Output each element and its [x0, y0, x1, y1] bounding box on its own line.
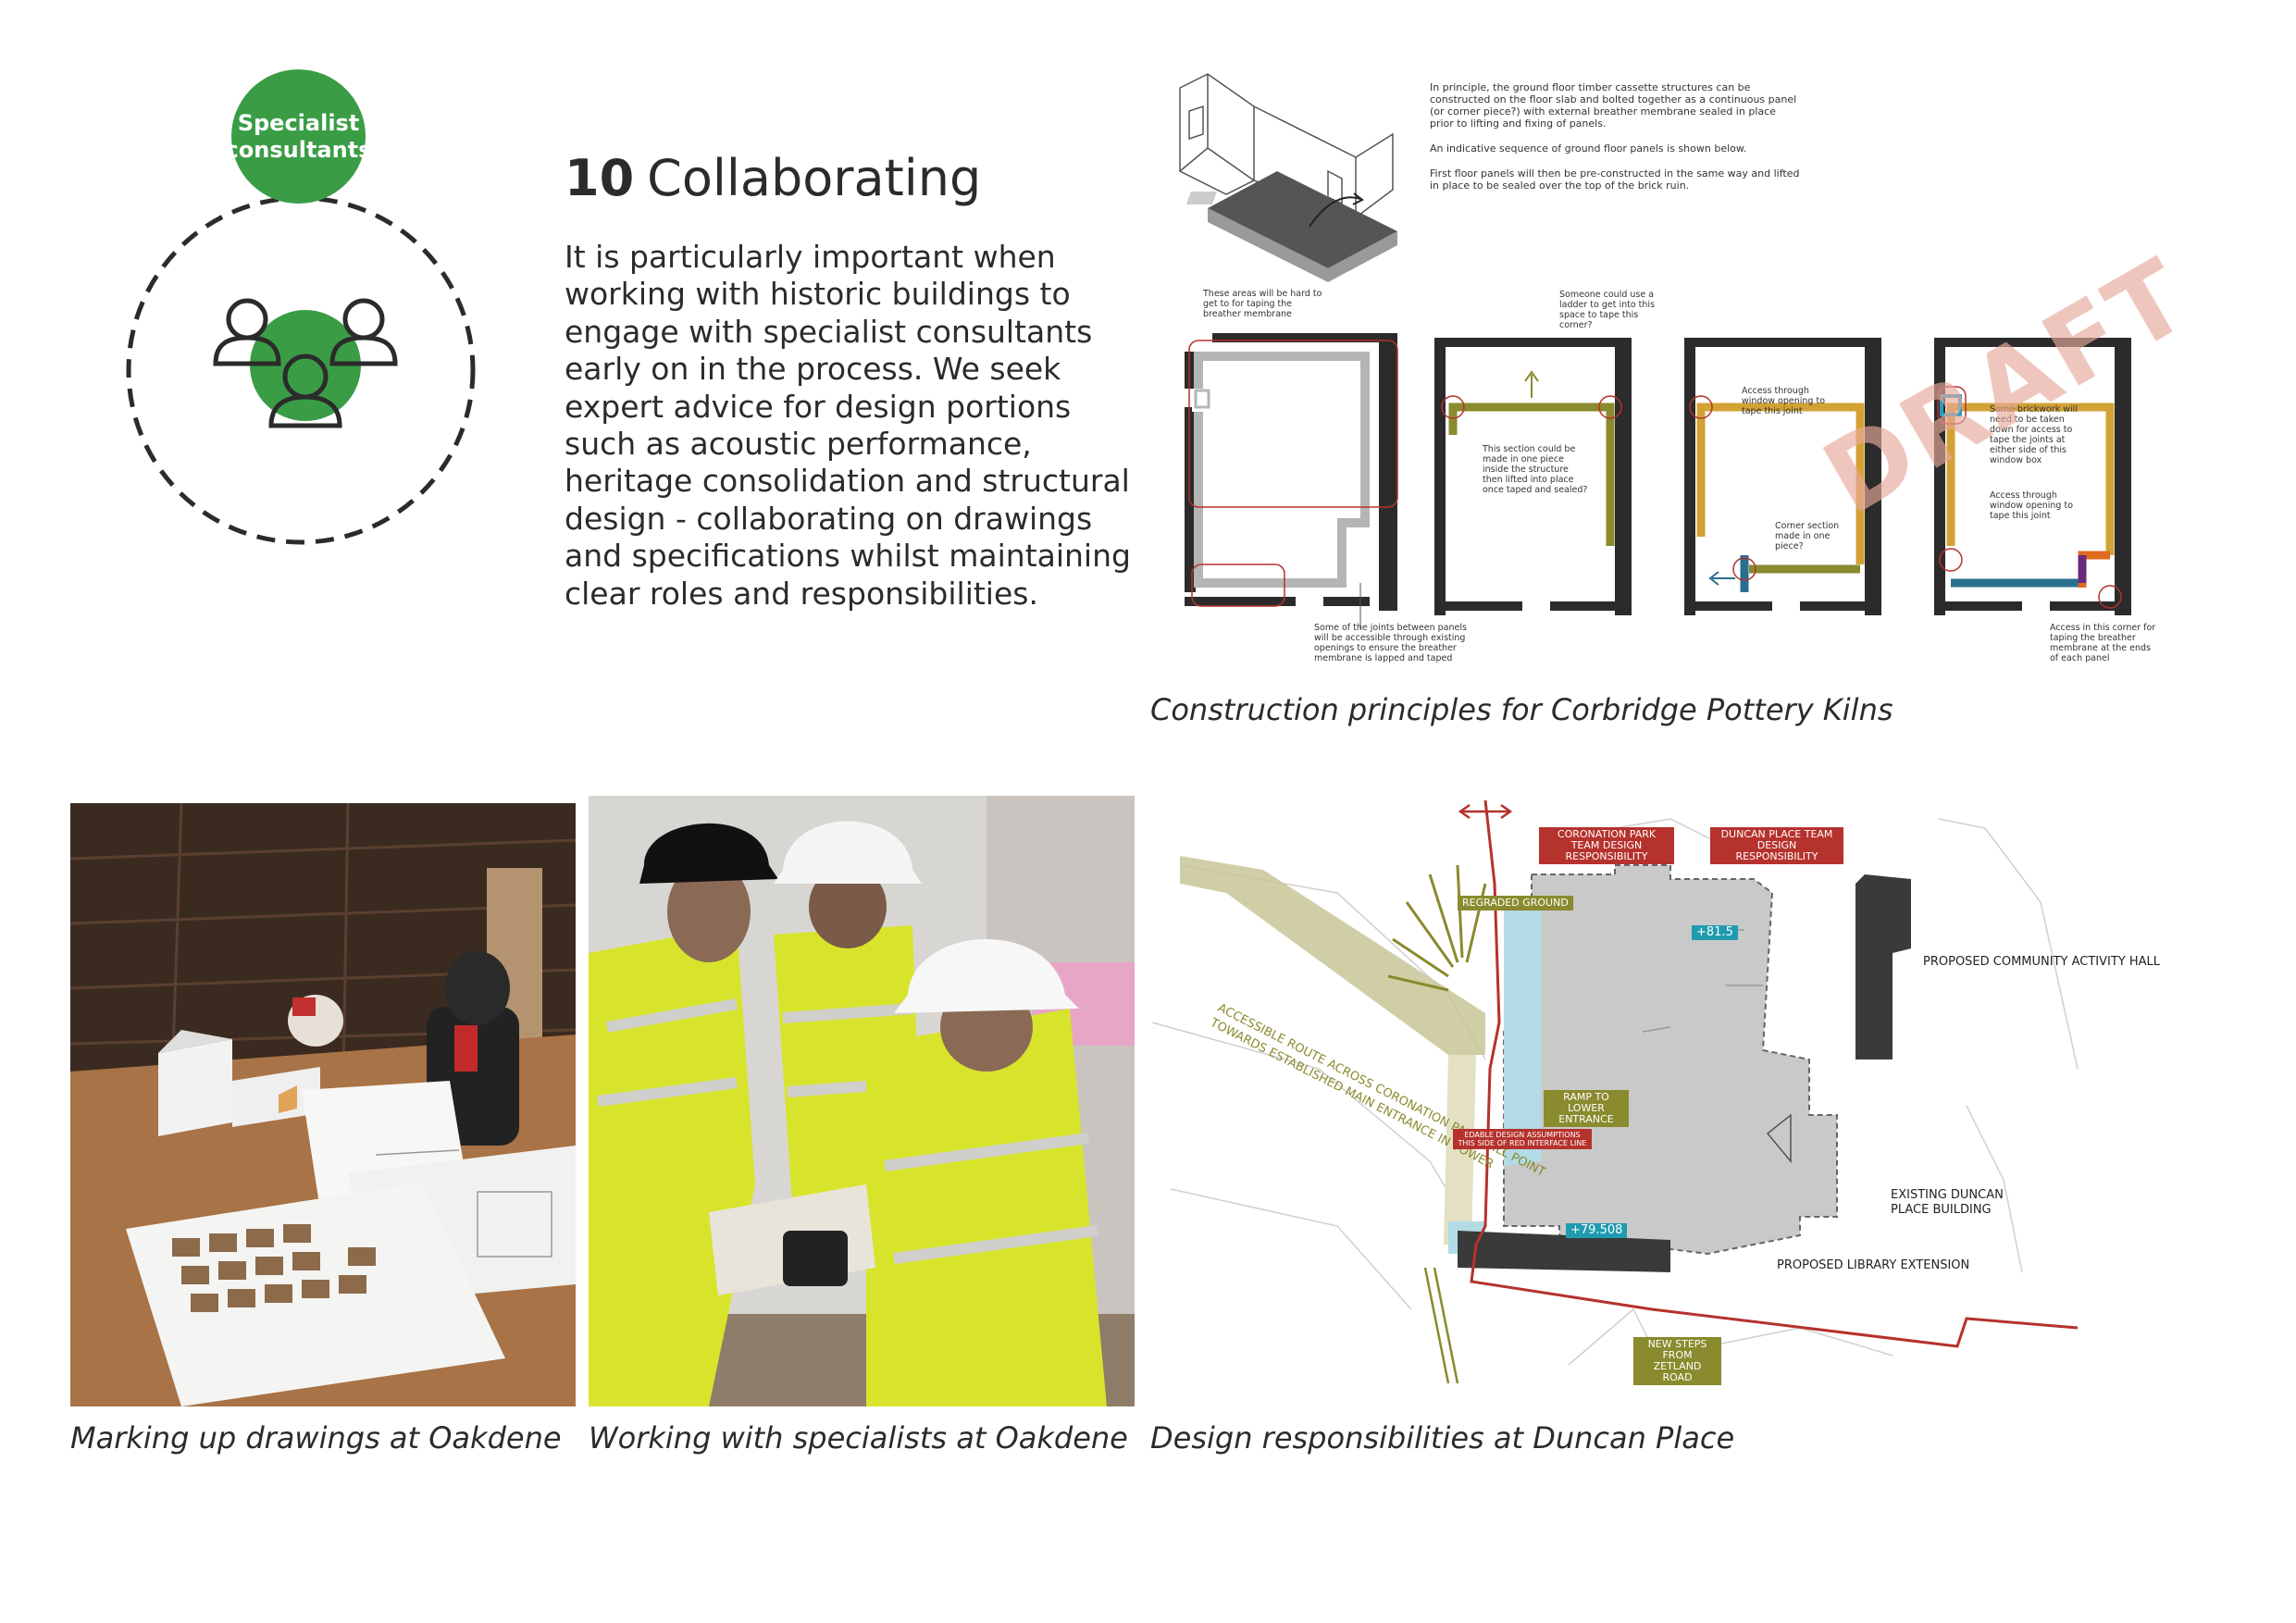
design-assumptions-tag: EDABLE DESIGN ASSUMPTIONS THIS SIDE OF R…: [1453, 1129, 1592, 1149]
annotation-brickwork: Some brickwork will need to be taken dow…: [1990, 404, 2078, 465]
annotation-corner-section: Corner section made in one piece?: [1775, 521, 1840, 551]
caption-photo1: Marking up drawings at Oakdene: [70, 1420, 562, 1456]
annotation-window-access-2: Access through window opening to tape th…: [1990, 490, 2074, 521]
annotation-window-access-1: Access through window opening to tape th…: [1742, 386, 1826, 416]
note-1: In principle, the ground floor timber ca…: [1430, 81, 1797, 130]
panel-sequence-plans: [1185, 333, 2131, 629]
caption-photo2: Working with specialists at Oakdene: [589, 1420, 1128, 1456]
new-steps-tag: NEW STEPS FROM ZETLAND ROAD: [1633, 1337, 1721, 1385]
note-3: First floor panels will then be pre-cons…: [1430, 167, 1800, 192]
annotation-joints-accessible: Some of the joints between panels will b…: [1314, 623, 1467, 663]
annotation-ladder: Someone could use a ladder to get into t…: [1559, 290, 1656, 330]
note-2: An indicative sequence of ground floor p…: [1430, 142, 1747, 155]
photo-working-with-specialists: [589, 796, 1135, 1406]
annotation-corner-access: Access in this corner for taping the bre…: [2050, 623, 2156, 663]
caption-site: Design responsibilities at Duncan Place: [1150, 1420, 1735, 1456]
existing-building-label: EXISTING DUNCAN PLACE BUILDING: [1891, 1188, 2004, 1217]
photo-marking-up-drawings: [70, 803, 576, 1406]
construction-notes: In principle, the ground floor timber ca…: [1430, 81, 1800, 204]
annotation-one-piece: This section could be made in one piece …: [1483, 444, 1588, 495]
badge-line1: Specialist: [237, 109, 360, 136]
library-extension-label: PROPOSED LIBRARY EXTENSION: [1777, 1258, 1970, 1272]
annotation-hard-to-reach: These areas will be hard to get to for t…: [1203, 289, 1322, 319]
section-number: 10: [565, 149, 635, 207]
people-group-icon: [213, 298, 398, 428]
level-tag-79-508: +79.508: [1566, 1223, 1628, 1238]
community-hall-label: PROPOSED COMMUNITY ACTIVITY HALL: [1923, 955, 2161, 969]
duncan-place-site-plan: [1152, 799, 2079, 1384]
intro-paragraph: It is particularly important when workin…: [565, 239, 1131, 612]
ramp-tag: RAMP TO LOWER ENTRANCE: [1544, 1090, 1629, 1127]
badge-line2: consultants: [225, 136, 372, 163]
coronation-park-tag: CORONATION PARK TEAM DESIGN RESPONSIBILI…: [1539, 827, 1674, 864]
caption-construction: Construction principles for Corbridge Po…: [1150, 692, 1893, 727]
level-tag-81-5: +81.5: [1692, 925, 1738, 940]
isometric-kiln-sketch: [1179, 73, 1397, 282]
section-title-text: Collaborating: [647, 149, 982, 207]
regraded-ground-tag: REGRADED GROUND: [1458, 896, 1573, 911]
duncan-place-tag: DUNCAN PLACE TEAM DESIGN RESPONSIBILITY: [1710, 827, 1843, 864]
